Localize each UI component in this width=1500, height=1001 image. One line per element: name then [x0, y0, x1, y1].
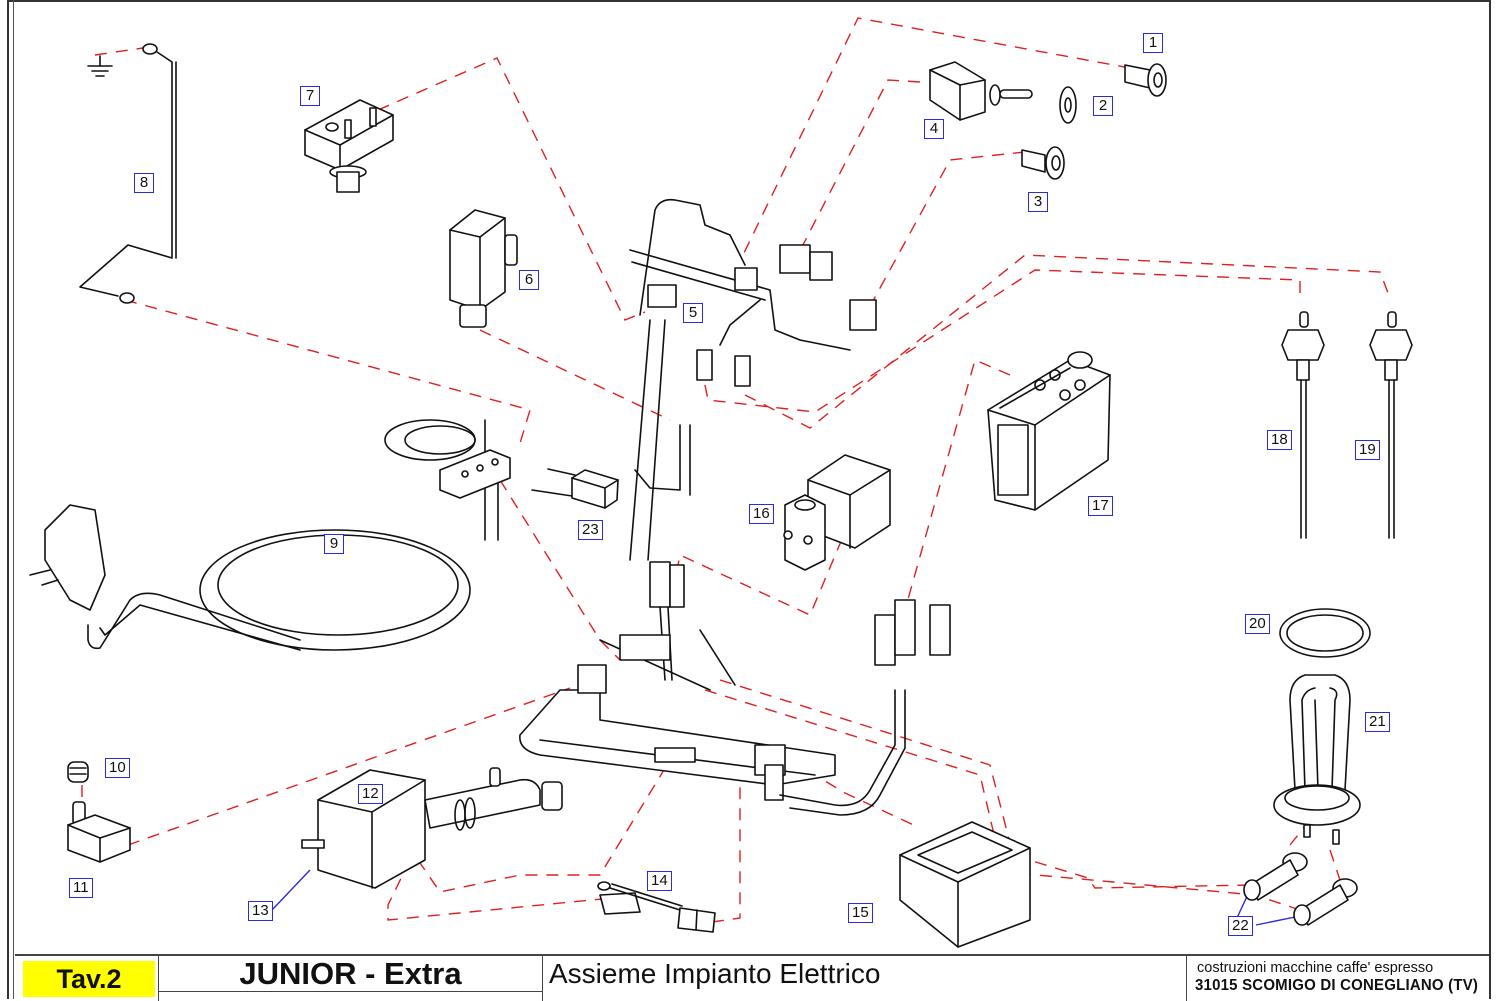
heating-element-drawing [1273, 674, 1361, 845]
leader-22a [719, 679, 1251, 889]
leader-3 [867, 151, 1026, 311]
ground-symbol-icon [87, 55, 113, 77]
leader-6 [479, 329, 671, 421]
leader-12 [417, 759, 671, 893]
leader-21b [1329, 849, 1341, 881]
callout-5[interactable]: 5 [683, 303, 703, 323]
callout-8[interactable]: 8 [134, 173, 154, 193]
leader-7 [377, 57, 646, 321]
leader-ground [94, 47, 144, 56]
model-name: JUNIOR - Extra [159, 956, 542, 992]
leader-1 [742, 17, 1131, 256]
eyelet-terminals-drawing [1243, 852, 1358, 926]
gasket-drawing [1279, 608, 1371, 658]
leader-18 [704, 269, 1301, 413]
callout-7[interactable]: 7 [300, 86, 320, 106]
leader-8 [124, 299, 531, 451]
leader-11 [127, 687, 571, 846]
company-tagline: costruzioni macchine caffe' espresso [1197, 960, 1434, 976]
callout-3[interactable]: 3 [1028, 192, 1048, 212]
vibration-pump-drawing [301, 767, 563, 889]
level-probe-18-drawing [1281, 311, 1325, 539]
spring-drawing [67, 761, 89, 783]
thermal-fuse-drawing [597, 881, 716, 933]
callout-6[interactable]: 6 [519, 270, 539, 290]
leader-4 [789, 79, 921, 271]
capacitor-drawing [531, 468, 619, 509]
leader-22-right [1255, 915, 1301, 926]
callout-11[interactable]: 11 [69, 878, 93, 898]
leader-lines [81, 17, 1391, 923]
callout-4[interactable]: 4 [924, 119, 944, 139]
leader-14 [387, 859, 613, 921]
callout-14[interactable]: 14 [647, 871, 672, 891]
callout-1[interactable]: 1 [1143, 33, 1163, 53]
callout-17[interactable]: 17 [1088, 496, 1113, 516]
description-cell: Assieme Impianto Elettrico [543, 956, 1187, 1001]
leader-16 [677, 519, 851, 616]
micro-switch-drawing [67, 801, 131, 863]
callout-22[interactable]: 22 [1228, 916, 1253, 936]
callout-10[interactable]: 10 [105, 758, 130, 778]
callout-12[interactable]: 12 [358, 784, 383, 804]
leader-19 [744, 254, 1391, 429]
ground-wire-drawing [79, 43, 177, 304]
sheet-number: Tav.2 [23, 961, 155, 997]
level-control-drawing [987, 351, 1111, 511]
wiring-harness-drawing [519, 198, 951, 816]
leader-13 [271, 869, 311, 911]
callout-16[interactable]: 16 [749, 504, 774, 524]
washer-drawing [1059, 86, 1077, 124]
solenoid-valve-drawing [783, 454, 891, 571]
callout-20[interactable]: 20 [1245, 614, 1270, 634]
callout-18[interactable]: 18 [1267, 430, 1292, 450]
drawing-description: Assieme Impianto Elettrico [549, 958, 881, 989]
callout-9[interactable]: 9 [324, 534, 344, 554]
company-cell: costruzioni macchine caffe' espresso 310… [1187, 956, 1489, 1001]
lamp-holder-1-drawing [1124, 63, 1167, 97]
control-box-drawing [899, 821, 1031, 948]
callout-19[interactable]: 19 [1355, 440, 1380, 460]
callout-13[interactable]: 13 [248, 901, 273, 921]
drawing-frame [7, 0, 1491, 999]
lamp-3-drawing [1021, 146, 1065, 180]
drawing-inner-border [13, 0, 1481, 999]
pressure-switch-drawing [304, 99, 394, 193]
leader-14b [711, 759, 756, 923]
level-probe-19-drawing [1369, 311, 1413, 539]
sheet-cell: Tav.2 [15, 956, 159, 1001]
company-address: 31015 SCOMIGO DI CONEGLIANO (TV) [1195, 976, 1479, 995]
callout-21[interactable]: 21 [1365, 712, 1390, 732]
leader-17 [904, 359, 1011, 611]
model-cell: JUNIOR - Extra [159, 956, 543, 1001]
callout-15[interactable]: 15 [848, 903, 873, 923]
toggle-switch-drawing [929, 61, 1033, 121]
power-cord-drawing [29, 419, 511, 651]
title-block: Tav.2 JUNIOR - Extra Assieme Impianto El… [15, 954, 1489, 1001]
callout-2[interactable]: 2 [1093, 96, 1113, 116]
callout-23[interactable]: 23 [578, 520, 603, 540]
solenoid-coil-drawing [449, 209, 518, 328]
